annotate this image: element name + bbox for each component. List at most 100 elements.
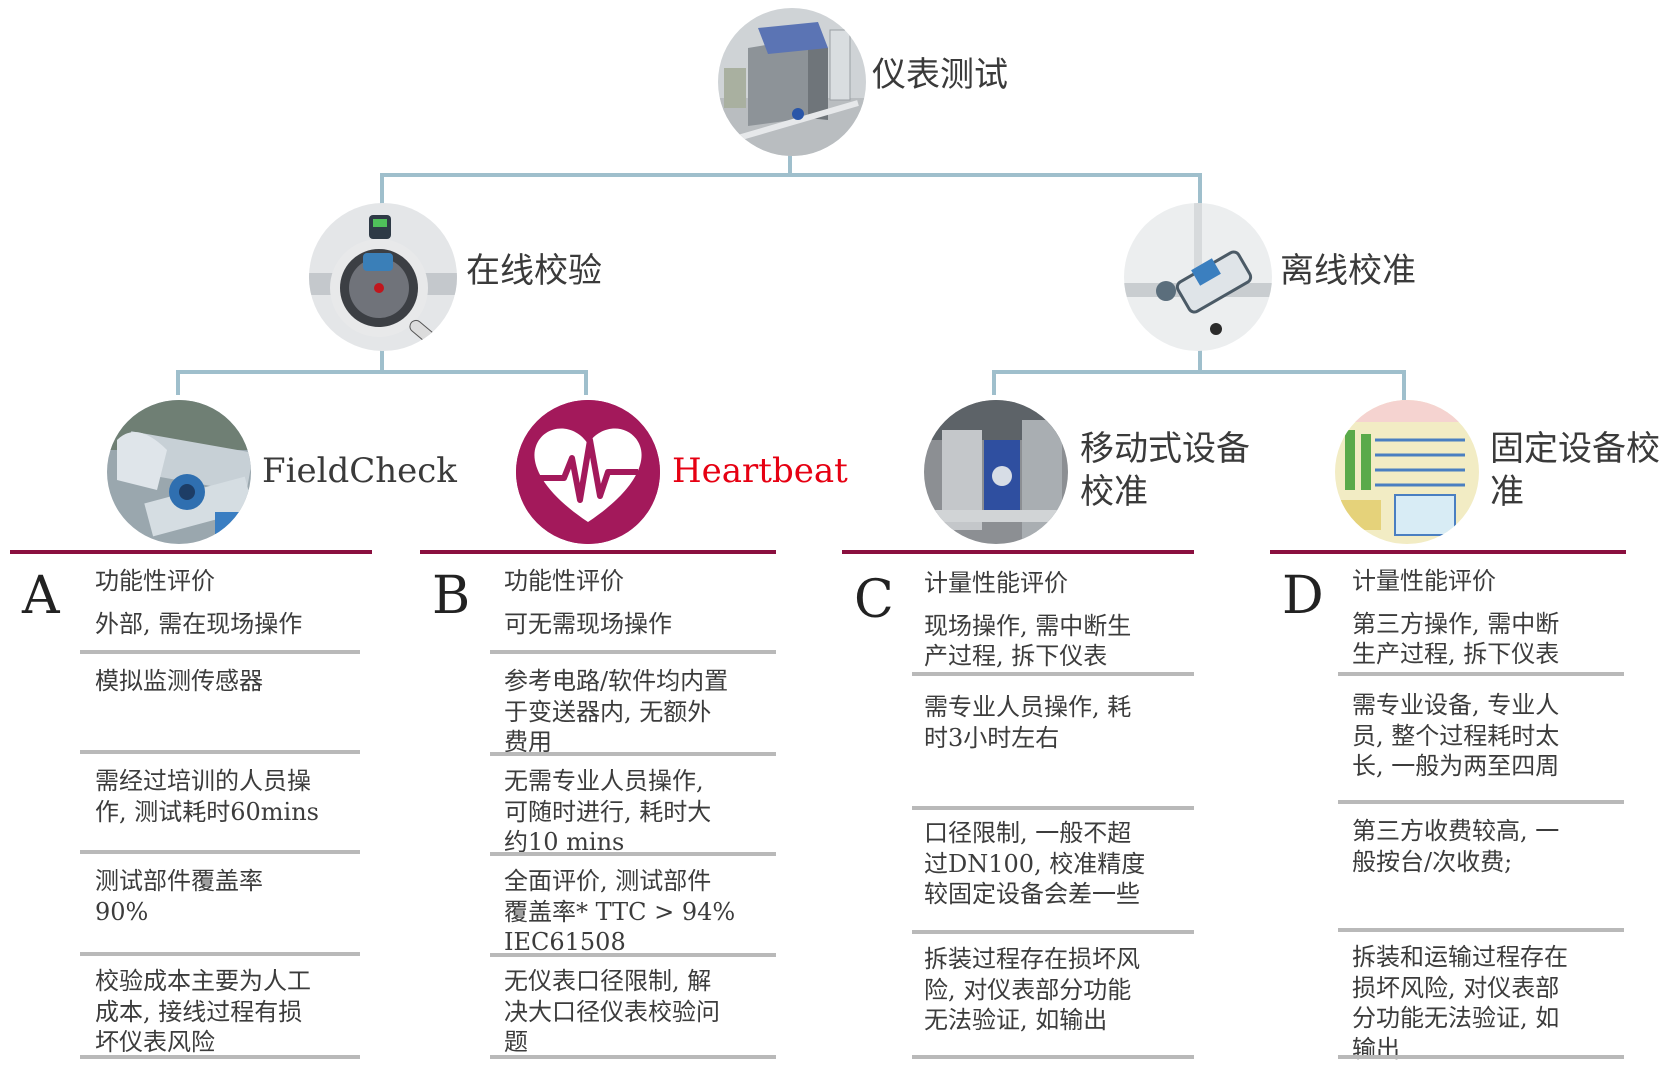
row-separator — [80, 750, 360, 754]
cell-line: 第三方收费较高, 一 — [1352, 817, 1560, 845]
column-cell: 需专业人员操作, 耗时3小时左右 — [924, 692, 1194, 753]
row-separator — [1338, 800, 1624, 804]
cell-line: 约10 mins — [504, 828, 625, 857]
cell-line: 坏仪表风险 — [95, 1028, 215, 1057]
cell-line: 生产过程, 拆下仪表 — [1352, 640, 1560, 669]
column-cell: 需专业设备, 专业人员, 整个过程耗时太长, 一般为两至四周 — [1352, 690, 1622, 782]
column-letter: B — [432, 566, 471, 626]
cell-line: 输出 — [1352, 1035, 1400, 1064]
cell-line: 题 — [504, 1028, 528, 1057]
cell-line: 无仪表口径限制, 解 — [504, 967, 712, 995]
cell-line: 需专业设备, 专业人 — [1352, 691, 1560, 719]
column-cell: 全面评价, 测试部件覆盖率* TTC > 94%IEC61508 — [504, 866, 774, 958]
level3-label-heartbeat: Heartbeat — [672, 451, 848, 491]
column-top-bar — [420, 550, 776, 554]
column-letter: D — [1282, 566, 1324, 626]
row-separator — [912, 1055, 1194, 1059]
row-separator — [1338, 1055, 1624, 1059]
cell-line: 功能性评价 — [504, 567, 624, 595]
cell-line: 时3小时左右 — [924, 723, 1060, 752]
column-cell: 计量性能评价第三方操作, 需中断生产过程, 拆下仪表 — [1352, 566, 1622, 670]
fixed-calibration-schematic-icon — [1335, 400, 1479, 544]
cell-line: 于变送器内, 无额外 — [504, 697, 712, 726]
cell-line: 90% — [95, 897, 149, 926]
cell-line: 校验成本主要为人工 — [95, 967, 311, 995]
column-top-bar — [1270, 550, 1626, 554]
magnifier-flowmeter-icon — [309, 203, 457, 351]
cell-line: IEC61508 — [504, 928, 626, 957]
cell-line: 覆盖率* TTC > 94% — [504, 897, 736, 926]
row-separator — [490, 852, 776, 856]
cell-line: 过DN100, 校准精度 — [924, 849, 1146, 878]
heart-pulse-icon — [516, 400, 660, 544]
row-separator — [490, 650, 776, 654]
cell-line: 需经过培训的人员操 — [95, 767, 311, 795]
column-cell: 无需专业人员操作,可随时进行, 耗时大约10 mins — [504, 766, 774, 858]
cell-line: 员, 整个过程耗时太 — [1352, 721, 1560, 750]
row-separator — [80, 850, 360, 854]
fieldcheck-image — [107, 400, 251, 544]
cell-line: 险, 对仪表部分功能 — [924, 975, 1132, 1004]
cell-line: 损坏风险, 对仪表部 — [1352, 973, 1560, 1002]
cell-line: 拆装过程存在损坏风 — [924, 945, 1140, 973]
row-separator — [1338, 928, 1624, 932]
cell-line: 功能性评价 — [95, 567, 215, 595]
cell-line: 计量性能评价 — [1352, 567, 1496, 595]
cell-line: 参考电路/软件均内置 — [504, 667, 729, 695]
mobile-calibration-rig-icon — [924, 400, 1068, 544]
column-cell: 无仪表口径限制, 解决大口径仪表校验问题 — [504, 966, 774, 1058]
cell-line: 产过程, 拆下仪表 — [924, 642, 1108, 671]
column-cell: 功能性评价外部, 需在现场操作 — [95, 566, 365, 639]
row-separator — [490, 953, 776, 957]
cell-line: 计量性能评价 — [924, 569, 1068, 597]
cell-line: 无法验证, 如输出 — [924, 1006, 1108, 1035]
row-separator — [912, 672, 1194, 676]
cell-line: 口径限制, 一般不超 — [924, 819, 1132, 847]
fixed-calibration-image — [1335, 400, 1479, 544]
column-letter: A — [22, 566, 60, 626]
root-label: 仪表测试 — [872, 55, 1008, 95]
row-separator — [912, 930, 1194, 934]
cell-line: 作, 测试耗时60mins — [95, 797, 320, 826]
level3-label-mobile: 移动式设备校准 — [1080, 429, 1250, 512]
row-separator — [912, 806, 1194, 810]
level3-label-fieldcheck: FieldCheck — [262, 451, 457, 491]
row-separator — [80, 1055, 360, 1059]
column-cell: 模拟监测传感器 — [95, 666, 365, 697]
level2-label-online: 在线校验 — [466, 251, 602, 291]
cell-line: 无需专业人员操作, — [504, 767, 704, 795]
column-cell: 拆装和运输过程存在损坏风险, 对仪表部分功能无法验证, 如输出 — [1352, 942, 1622, 1065]
column-cell: 校验成本主要为人工成本, 接线过程有损坏仪表风险 — [95, 966, 365, 1058]
root-node-image — [718, 8, 866, 156]
column-cell: 参考电路/软件均内置于变送器内, 无额外费用 — [504, 666, 774, 758]
flowmeter-dismount-icon — [1124, 203, 1272, 351]
row-separator — [1338, 672, 1624, 676]
cell-line: 模拟监测传感器 — [95, 667, 263, 695]
cell-line: 可无需现场操作 — [504, 609, 672, 638]
level3-label-fixed: 固定设备校准 — [1490, 429, 1660, 512]
column-letter: C — [854, 570, 894, 630]
column-cell: 口径限制, 一般不超过DN100, 校准精度较固定设备会差一些 — [924, 818, 1194, 910]
cell-line: 长, 一般为两至四周 — [1352, 752, 1560, 781]
offline-calibration-image — [1124, 203, 1272, 351]
column-cell: 功能性评价可无需现场操作 — [504, 566, 774, 639]
cell-line: 费用 — [504, 728, 552, 757]
cell-line: 成本, 接线过程有损 — [95, 997, 303, 1026]
cell-line: 外部, 需在现场操作 — [95, 609, 303, 638]
cell-line: 拆装和运输过程存在 — [1352, 943, 1568, 971]
cell-line: 现场操作, 需中断生 — [924, 611, 1132, 640]
column-cell: 第三方收费较高, 一般按台/次收费; — [1352, 816, 1622, 877]
cell-line: 测试部件覆盖率 — [95, 867, 263, 895]
field-worker-photo-icon — [107, 400, 251, 544]
building-render-icon — [718, 8, 866, 156]
cell-line: 可随时进行, 耗时大 — [504, 797, 712, 826]
column-cell: 需经过培训的人员操作, 测试耗时60mins — [95, 766, 365, 827]
online-verification-image — [309, 203, 457, 351]
cell-line: 需专业人员操作, 耗 — [924, 693, 1132, 721]
column-top-bar — [842, 550, 1194, 554]
cell-line: 较固定设备会差一些 — [924, 880, 1140, 909]
row-separator — [80, 650, 360, 654]
mobile-calibration-image — [924, 400, 1068, 544]
